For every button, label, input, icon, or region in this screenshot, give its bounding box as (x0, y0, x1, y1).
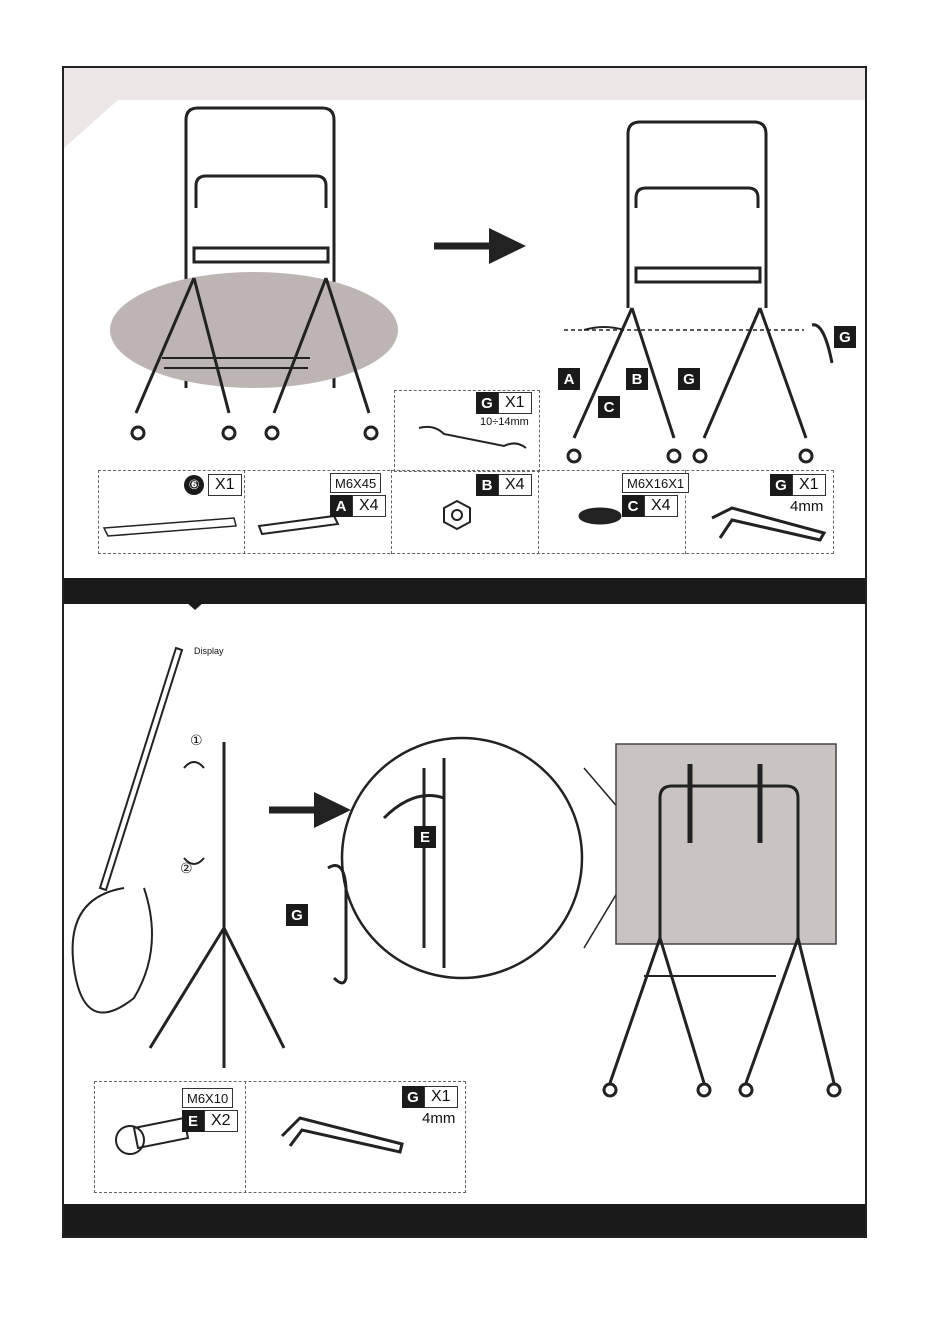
nut-qty: X4 (498, 474, 532, 496)
allen-size: 4mm (790, 498, 823, 515)
nut-label: B X4 (476, 474, 532, 496)
instruction-sheet: A B C G G G X1 10÷14mm ⑥ X1 M6X45 A X4 B… (62, 66, 867, 1238)
bolt-label: M6X45 A X4 (330, 473, 386, 517)
bolt-qty: X4 (352, 495, 386, 517)
screw-label: M6X10 E X2 (182, 1088, 238, 1132)
part6-label: ⑥ X1 (184, 474, 242, 496)
callout-c: C (598, 396, 620, 418)
rotate-step-1: ① (190, 732, 203, 749)
callout-b: B (626, 368, 648, 390)
callout-e: E (414, 826, 436, 848)
allen-qty: X1 (792, 474, 826, 496)
callout-g-allen: G (834, 326, 856, 348)
wrench-id: G (476, 392, 498, 414)
bolt-spec: M6X45 (330, 473, 381, 493)
part6-id: ⑥ (184, 475, 204, 495)
rotate-step-2: ② (180, 860, 193, 877)
callout-g: G (286, 904, 308, 926)
part6-qty: X1 (208, 474, 242, 496)
allen-id: G (770, 474, 792, 496)
step2-allen-qty: X1 (424, 1086, 458, 1108)
washer-label: M6X16X1 C X4 (622, 473, 689, 517)
stand-before-illustration (110, 108, 398, 439)
display-label: Display (194, 646, 224, 656)
nut-id: B (476, 474, 498, 496)
washer-spec: M6X16X1 (622, 473, 689, 493)
wrench-qty: X1 (498, 392, 532, 414)
bolt-id: A (330, 495, 352, 517)
screw-qty: X2 (204, 1110, 238, 1132)
wrench-label: G X1 (476, 392, 532, 414)
washer-id: C (622, 495, 644, 517)
step2-allen-label: G X1 (402, 1086, 458, 1108)
wrench-size: 10÷14mm (480, 416, 529, 428)
washer-qty: X4 (644, 495, 678, 517)
screw-spec: M6X10 (182, 1088, 233, 1108)
callout-g-wrench: G (678, 368, 700, 390)
step2-allen-id: G (402, 1086, 424, 1108)
step2-allen-size: 4mm (422, 1110, 455, 1127)
screw-id: E (182, 1110, 204, 1132)
assembly-illustrations (64, 68, 867, 1238)
callout-a: A (558, 368, 580, 390)
allen-label: G X1 (770, 474, 826, 496)
